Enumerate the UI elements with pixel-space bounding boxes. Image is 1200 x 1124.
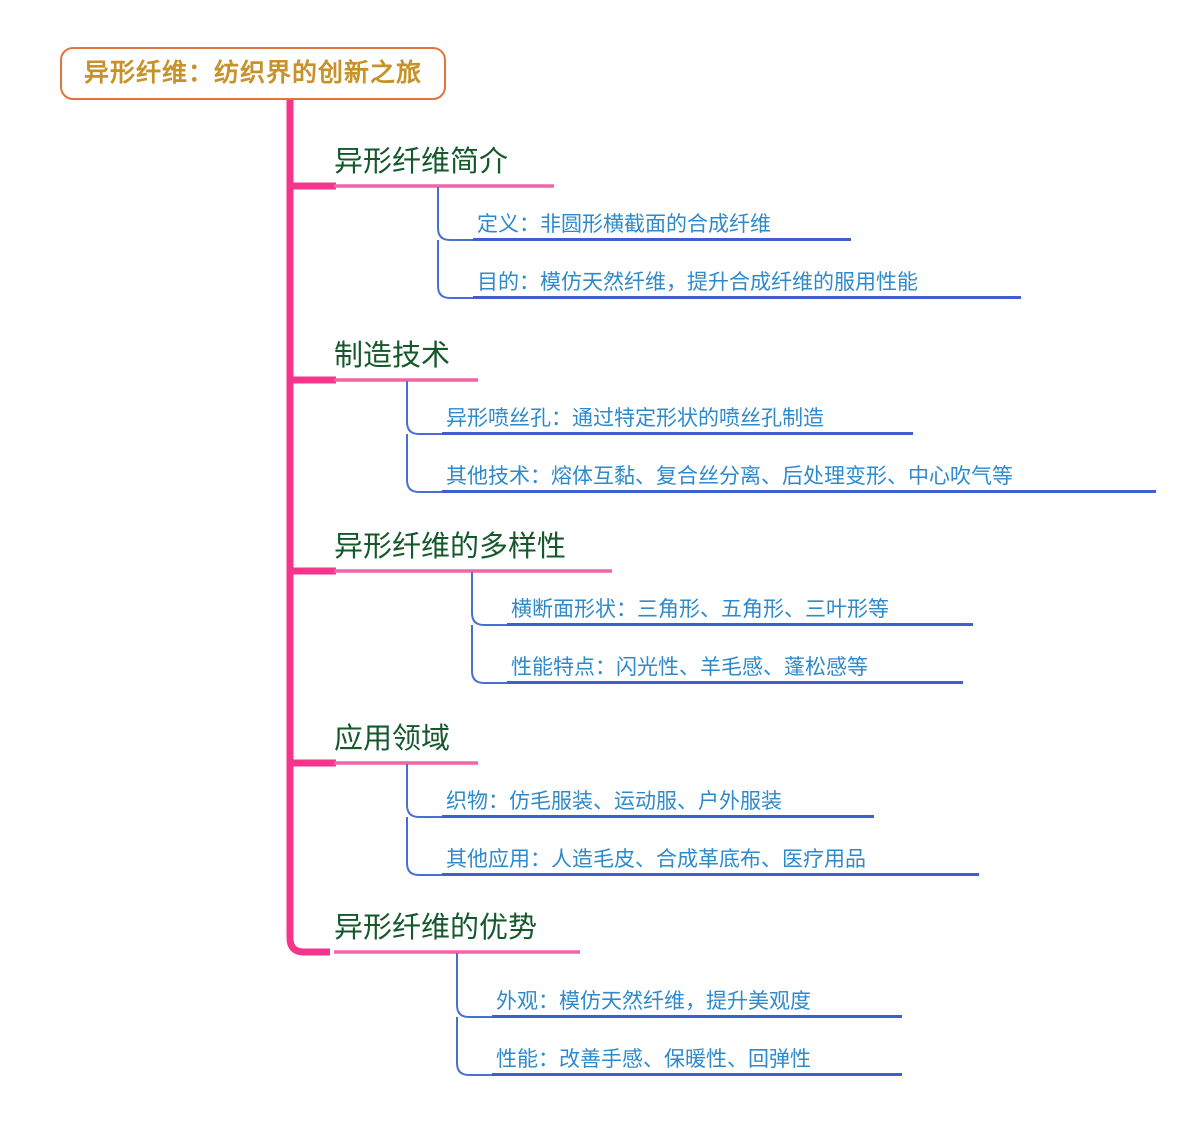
leaf-node-2-2[interactable]: 其他技术：熔体互黏、复合丝分离、后处理变形、中心吹气等 — [446, 466, 1013, 487]
leaf-label-4-2: 其他应用：人造毛皮、合成革底布、医疗用品 — [446, 848, 866, 871]
branch-label-5: 异形纤维的优势 — [334, 912, 538, 944]
branch-node-5[interactable]: 异形纤维的优势 — [334, 914, 537, 943]
trunk-line — [286, 100, 330, 956]
leaf-node-3-1[interactable]: 横断面形状：三角形、五角形、三叶形等 — [511, 599, 889, 620]
leaf-node-4-2[interactable]: 其他应用：人造毛皮、合成革底布、医疗用品 — [446, 849, 866, 870]
branch-label-4: 应用领域 — [334, 723, 451, 755]
root-node-label: 异形纤维：纺织界的创新之旅 — [84, 59, 423, 87]
connector-5-2 — [456, 1017, 495, 1076]
connector-2-1 — [406, 381, 445, 435]
connector-4-1 — [406, 764, 445, 818]
leaf-label-1-1: 定义：非圆形横截面的合成纤维 — [477, 213, 771, 236]
branch-node-4[interactable]: 应用领域 — [334, 725, 450, 754]
leaf-label-4-1: 织物：仿毛服装、运动服、户外服装 — [446, 790, 782, 813]
connector-3-1 — [471, 572, 510, 626]
leaf-label-5-2: 性能：改善手感、保暖性、回弹性 — [496, 1048, 811, 1071]
branch-label-1: 异形纤维简介 — [334, 146, 509, 178]
leaf-node-1-2[interactable]: 目的：模仿天然纤维，提升合成纤维的服用性能 — [477, 272, 918, 293]
connector-3-2 — [471, 625, 510, 684]
branch-node-2[interactable]: 制造技术 — [334, 342, 450, 371]
leaf-node-1-1[interactable]: 定义：非圆形横截面的合成纤维 — [477, 214, 771, 235]
leaf-node-4-1[interactable]: 织物：仿毛服装、运动服、户外服装 — [446, 791, 782, 812]
connector-1-1 — [437, 187, 476, 241]
leaf-label-3-2: 性能特点：闪光性、羊毛感、蓬松感等 — [511, 656, 868, 679]
branch-node-1[interactable]: 异形纤维简介 — [334, 148, 508, 177]
leaf-node-2-1[interactable]: 异形喷丝孔：通过特定形状的喷丝孔制造 — [446, 408, 824, 429]
leaf-node-3-2[interactable]: 性能特点：闪光性、羊毛感、蓬松感等 — [511, 657, 868, 678]
root-node[interactable]: 异形纤维：纺织界的创新之旅 — [60, 47, 447, 100]
leaf-label-1-2: 目的：模仿天然纤维，提升合成纤维的服用性能 — [477, 271, 918, 294]
leaf-label-5-1: 外观：模仿天然纤维，提升美观度 — [496, 990, 811, 1013]
connector-2-2 — [406, 434, 445, 493]
leaf-node-5-2[interactable]: 性能：改善手感、保暖性、回弹性 — [496, 1049, 811, 1070]
connector-1-2 — [437, 240, 476, 299]
leaf-label-3-1: 横断面形状：三角形、五角形、三叶形等 — [511, 598, 889, 621]
leaf-label-2-2: 其他技术：熔体互黏、复合丝分离、后处理变形、中心吹气等 — [446, 465, 1013, 488]
leaf-label-2-1: 异形喷丝孔：通过特定形状的喷丝孔制造 — [446, 407, 824, 430]
leaf-node-5-1[interactable]: 外观：模仿天然纤维，提升美观度 — [496, 991, 811, 1012]
connector-5-1 — [456, 953, 495, 1018]
branch-label-2: 制造技术 — [334, 340, 451, 372]
branch-label-3: 异形纤维的多样性 — [334, 531, 567, 563]
connector-4-2 — [406, 817, 445, 876]
branch-node-3[interactable]: 异形纤维的多样性 — [334, 533, 566, 562]
